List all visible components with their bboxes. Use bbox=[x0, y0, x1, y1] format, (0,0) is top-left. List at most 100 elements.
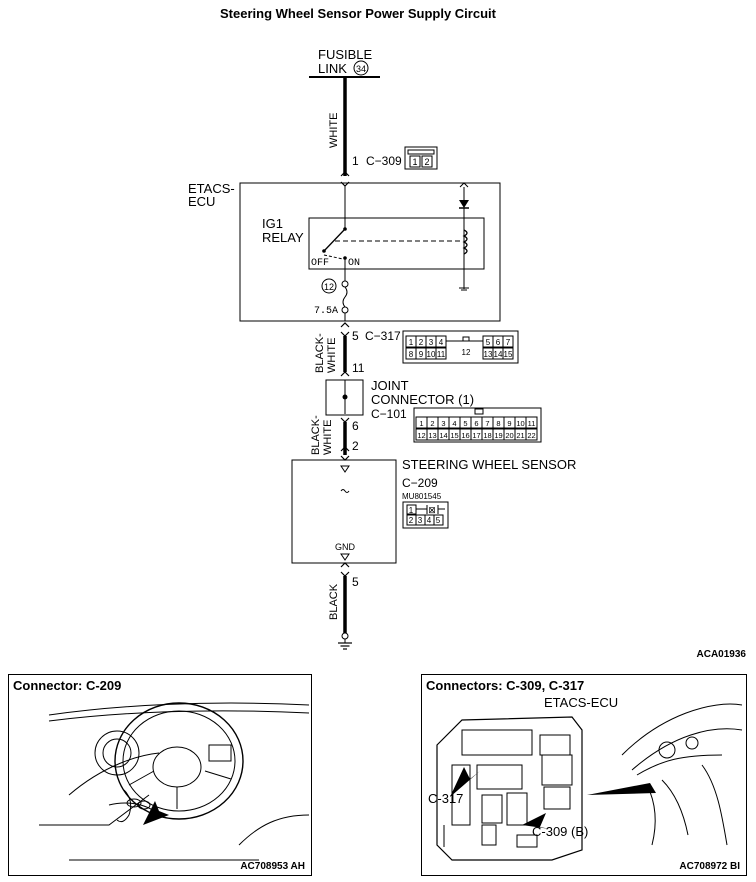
fuse-rating: 7.5A bbox=[314, 306, 338, 317]
relay-label: IG1 bbox=[262, 216, 283, 231]
svg-text:13: 13 bbox=[484, 350, 493, 359]
c101-face bbox=[413, 407, 542, 443]
ig1-relay-box bbox=[308, 217, 485, 270]
c209-label: C−209 bbox=[402, 476, 438, 490]
panel-code: AC708972 BI bbox=[679, 861, 740, 872]
c309-latch bbox=[407, 149, 435, 155]
fusible-link-number: 34 bbox=[356, 64, 366, 74]
svg-text:8: 8 bbox=[409, 350, 414, 359]
svg-text:5: 5 bbox=[436, 516, 441, 525]
c101-cell-label: 5 bbox=[463, 419, 467, 428]
diagram-title: Steering Wheel Sensor Power Supply Circu… bbox=[220, 6, 496, 21]
c101-cell-label: 11 bbox=[528, 419, 536, 428]
sensor-label: STEERING WHEEL SENSOR bbox=[402, 457, 576, 472]
c101-cell-label: 16 bbox=[461, 431, 469, 440]
gnd-pin: 5 bbox=[352, 575, 359, 589]
svg-text:1: 1 bbox=[409, 338, 414, 347]
joint-label-2: CONNECTOR (1) bbox=[371, 392, 474, 407]
c101-cell-label: 6 bbox=[474, 419, 478, 428]
c101-cell-label: 2 bbox=[430, 419, 434, 428]
joint-label: JOINT bbox=[371, 378, 409, 393]
c309-cell: 2 bbox=[424, 157, 429, 167]
panel-code: AC708953 AH bbox=[240, 861, 305, 872]
c101-cell-label: 8 bbox=[496, 419, 500, 428]
wire-black-label: BLACK bbox=[328, 583, 340, 620]
svg-text:3: 3 bbox=[418, 516, 423, 525]
pointer-wedge bbox=[587, 783, 656, 795]
relay-off-label: OFF bbox=[311, 258, 329, 269]
fuse-number-circle bbox=[321, 278, 337, 294]
connectors-c309-c317-panel: Connectors: C-309, C-317 ETACS-ECU C-317… bbox=[421, 674, 747, 876]
c317-face bbox=[402, 330, 519, 364]
c101-cell bbox=[525, 428, 538, 441]
svg-text:1: 1 bbox=[409, 506, 414, 515]
svg-text:4: 4 bbox=[427, 516, 432, 525]
svg-text:14: 14 bbox=[494, 350, 503, 359]
etacs-ecu-illustration bbox=[436, 703, 743, 861]
etacs-label: ETACS- bbox=[188, 181, 235, 196]
svg-text:2: 2 bbox=[419, 338, 424, 347]
c101-cell-label: 17 bbox=[472, 431, 480, 440]
c309-face bbox=[404, 146, 438, 170]
arrow-icon bbox=[522, 813, 550, 829]
joint-out-pin: 6 bbox=[352, 419, 359, 433]
diode-icon bbox=[459, 200, 469, 208]
etacs-ecu-callout: ETACS-ECU bbox=[544, 695, 619, 710]
connector-c209-panel: Connector: C-209 AC708953 AH bbox=[8, 674, 312, 876]
svg-text:WHITE: WHITE bbox=[322, 420, 334, 455]
c101-cell-label: 12 bbox=[417, 431, 425, 440]
svg-text:9: 9 bbox=[419, 350, 424, 359]
svg-text:2: 2 bbox=[409, 516, 414, 525]
c101-cell-label: 4 bbox=[452, 419, 456, 428]
c101-label: C−101 bbox=[371, 407, 407, 421]
arrow-icon bbox=[450, 767, 480, 797]
etacs-label-2: ECU bbox=[188, 194, 215, 209]
svg-text:7: 7 bbox=[506, 338, 511, 347]
relay-coil-icon bbox=[462, 229, 468, 255]
arrow-icon bbox=[143, 801, 169, 825]
c101-cell-label: 20 bbox=[505, 431, 513, 440]
svg-text:11: 11 bbox=[437, 350, 446, 359]
svg-text:5: 5 bbox=[486, 338, 491, 347]
c101-cell-label: 13 bbox=[428, 431, 436, 440]
svg-text:12: 12 bbox=[462, 348, 471, 357]
wire-white-label: WHITE bbox=[328, 113, 340, 148]
c101-cell-label: 10 bbox=[516, 419, 524, 428]
steering-wheel-sensor-box bbox=[291, 459, 397, 564]
c101-cell-label: 7 bbox=[485, 419, 489, 428]
relay-on-label: ON bbox=[348, 258, 360, 269]
svg-text:6: 6 bbox=[496, 338, 501, 347]
relay-switch-arm bbox=[323, 228, 346, 252]
c309-cell: 1 bbox=[412, 157, 417, 167]
svg-text:3: 3 bbox=[429, 338, 434, 347]
c317-callout: C-317 bbox=[428, 791, 464, 806]
c209-face bbox=[402, 501, 449, 529]
fuse-icon bbox=[342, 286, 348, 308]
svg-text:4: 4 bbox=[439, 338, 444, 347]
c317-cells: 1 2 3 4 5 6 7 8 9 10 11 12 13 14 15 bbox=[405, 335, 514, 360]
relay-label-2: RELAY bbox=[262, 230, 304, 245]
c101-cell-label: 3 bbox=[441, 419, 445, 428]
svg-text:15: 15 bbox=[504, 350, 513, 359]
c101-cell-label: 1 bbox=[419, 419, 423, 428]
fusible-link-label-2: LINK bbox=[318, 61, 347, 76]
svg-text:WHITE: WHITE bbox=[326, 338, 338, 373]
c209-part: MU801545 bbox=[402, 492, 442, 501]
c101-cell-label: 15 bbox=[450, 431, 458, 440]
c101-cell-label: 21 bbox=[516, 431, 524, 440]
gnd-label: GND bbox=[335, 542, 356, 552]
panel-title: Connectors: C-309, C-317 bbox=[426, 678, 585, 693]
diagram-code: ACA01936 bbox=[697, 649, 747, 660]
c101-cell-label: 14 bbox=[439, 431, 447, 440]
fusible-link-label: FUSIBLE bbox=[318, 47, 373, 62]
etacs-ecu-box bbox=[239, 182, 501, 322]
wire-black-white-label-1: BLACK- bbox=[314, 333, 326, 373]
steering-wheel-icon bbox=[114, 702, 244, 820]
panel-title: Connector: C-209 bbox=[13, 678, 122, 693]
dashboard-illustration bbox=[39, 702, 310, 861]
sensor-pin: 2 bbox=[352, 439, 359, 453]
c101-cell bbox=[525, 416, 538, 429]
c309-callout: C-309 (B) bbox=[532, 824, 589, 839]
c101-cell-label: 9 bbox=[507, 419, 511, 428]
c317-label: C−317 bbox=[365, 329, 401, 343]
